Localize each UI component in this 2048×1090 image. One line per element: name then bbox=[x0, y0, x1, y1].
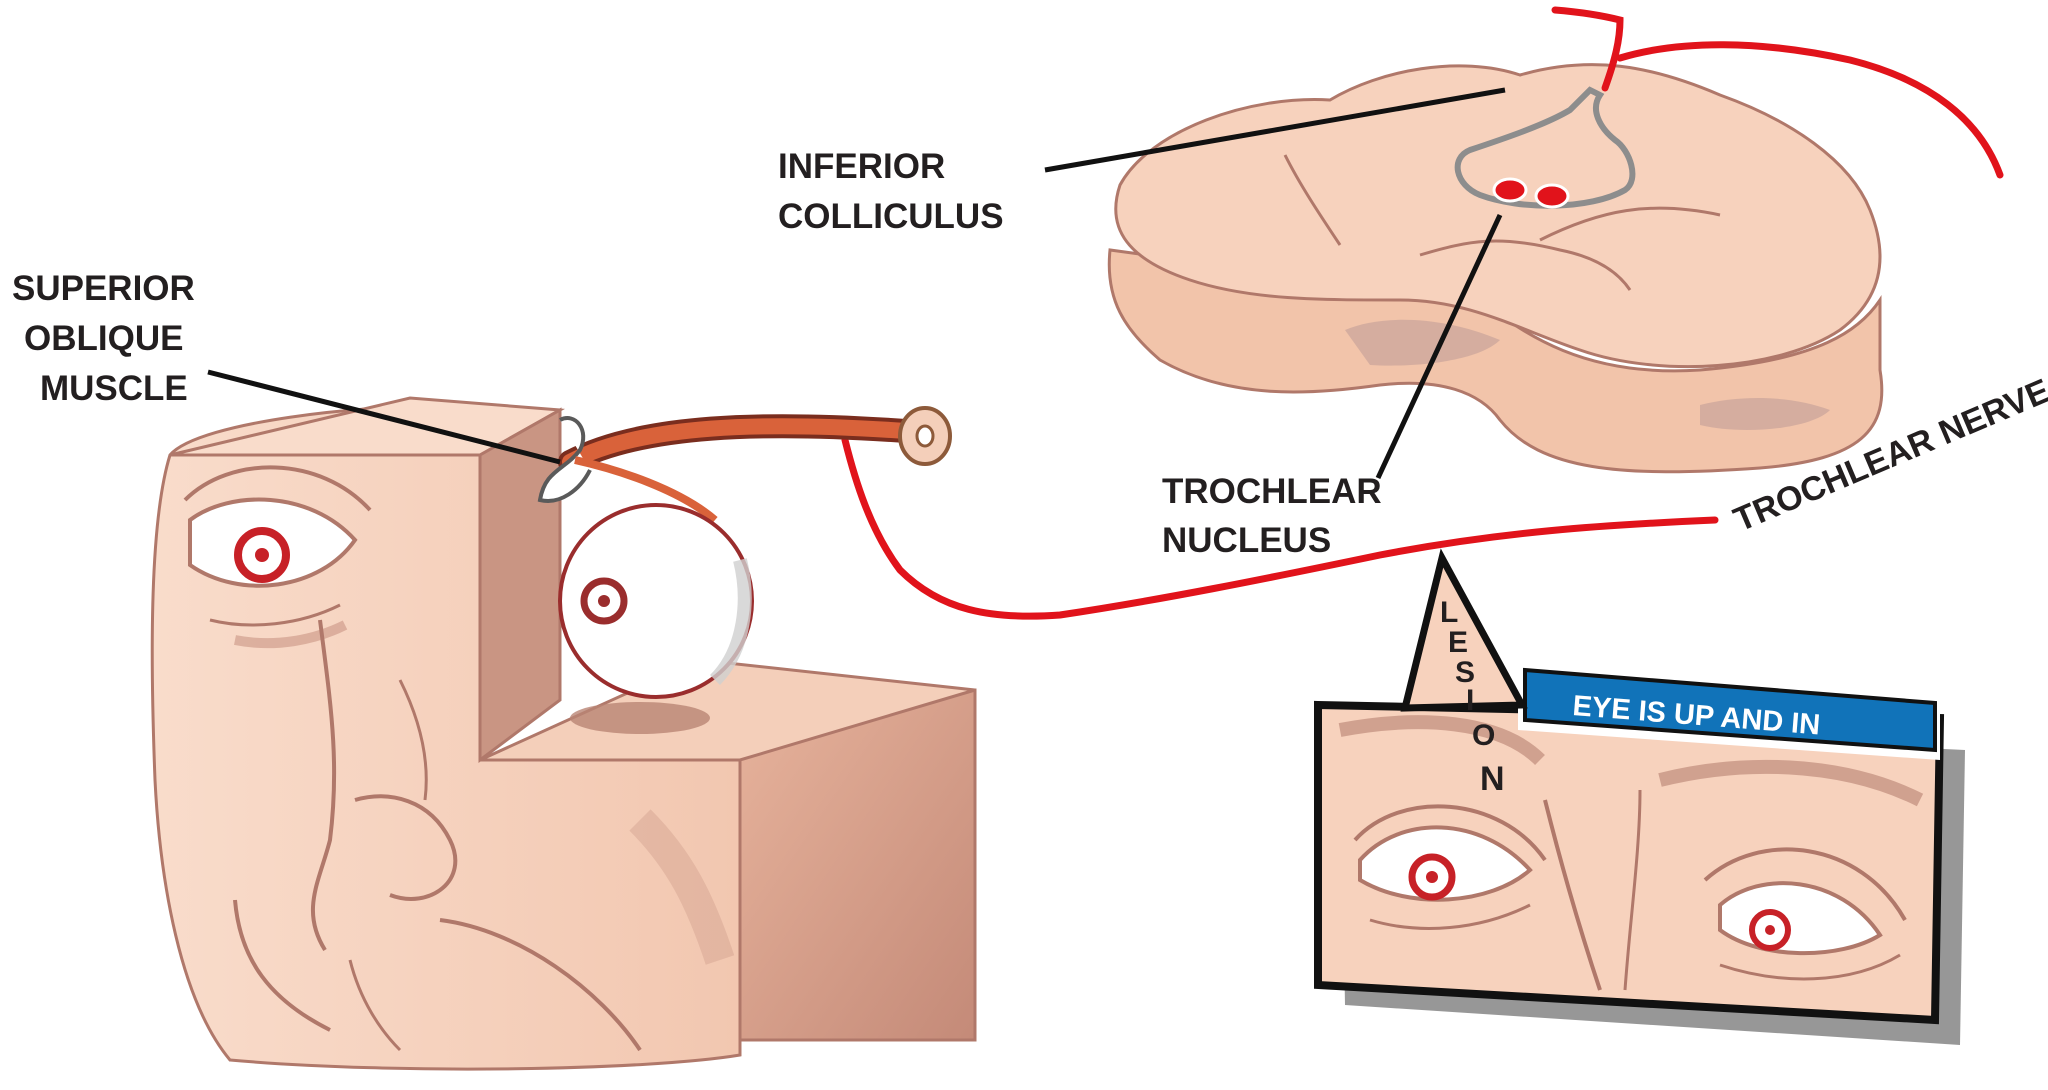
trochlear-nucleus-right bbox=[1536, 185, 1568, 207]
label-superior-oblique-line1: SUPERIOR bbox=[12, 269, 195, 308]
label-inferior-colliculus-line2: COLLICULUS bbox=[778, 197, 1004, 236]
label-lesion-o: O bbox=[1472, 719, 1495, 752]
orbit-wall bbox=[480, 410, 560, 760]
trochlear-nucleus-left bbox=[1494, 179, 1526, 201]
label-trochlear-nucleus: TROCHLEAR NUCLEUS bbox=[1162, 472, 1382, 560]
label-superior-oblique-line2: OBLIQUE bbox=[24, 319, 183, 358]
label-inferior-colliculus-line1: INFERIOR bbox=[778, 147, 945, 186]
label-lesion-n: N bbox=[1480, 760, 1505, 798]
label-superior-oblique-line3: MUSCLE bbox=[40, 369, 188, 408]
label-trochlear-nucleus-line1: TROCHLEAR bbox=[1162, 472, 1382, 511]
label-superior-oblique-muscle: SUPERIOR OBLIQUE MUSCLE bbox=[12, 269, 195, 408]
label-inferior-colliculus: INFERIOR COLLICULUS bbox=[778, 147, 1004, 236]
lesion-inset bbox=[1318, 558, 1965, 1045]
label-trochlear-nucleus-line2: NUCLEUS bbox=[1162, 521, 1331, 560]
label-lesion-e: E bbox=[1448, 626, 1468, 659]
midbrain-slice bbox=[1109, 65, 1882, 472]
label-lesion-l: L bbox=[1440, 596, 1458, 629]
label-lesion-i: I bbox=[1466, 684, 1474, 717]
